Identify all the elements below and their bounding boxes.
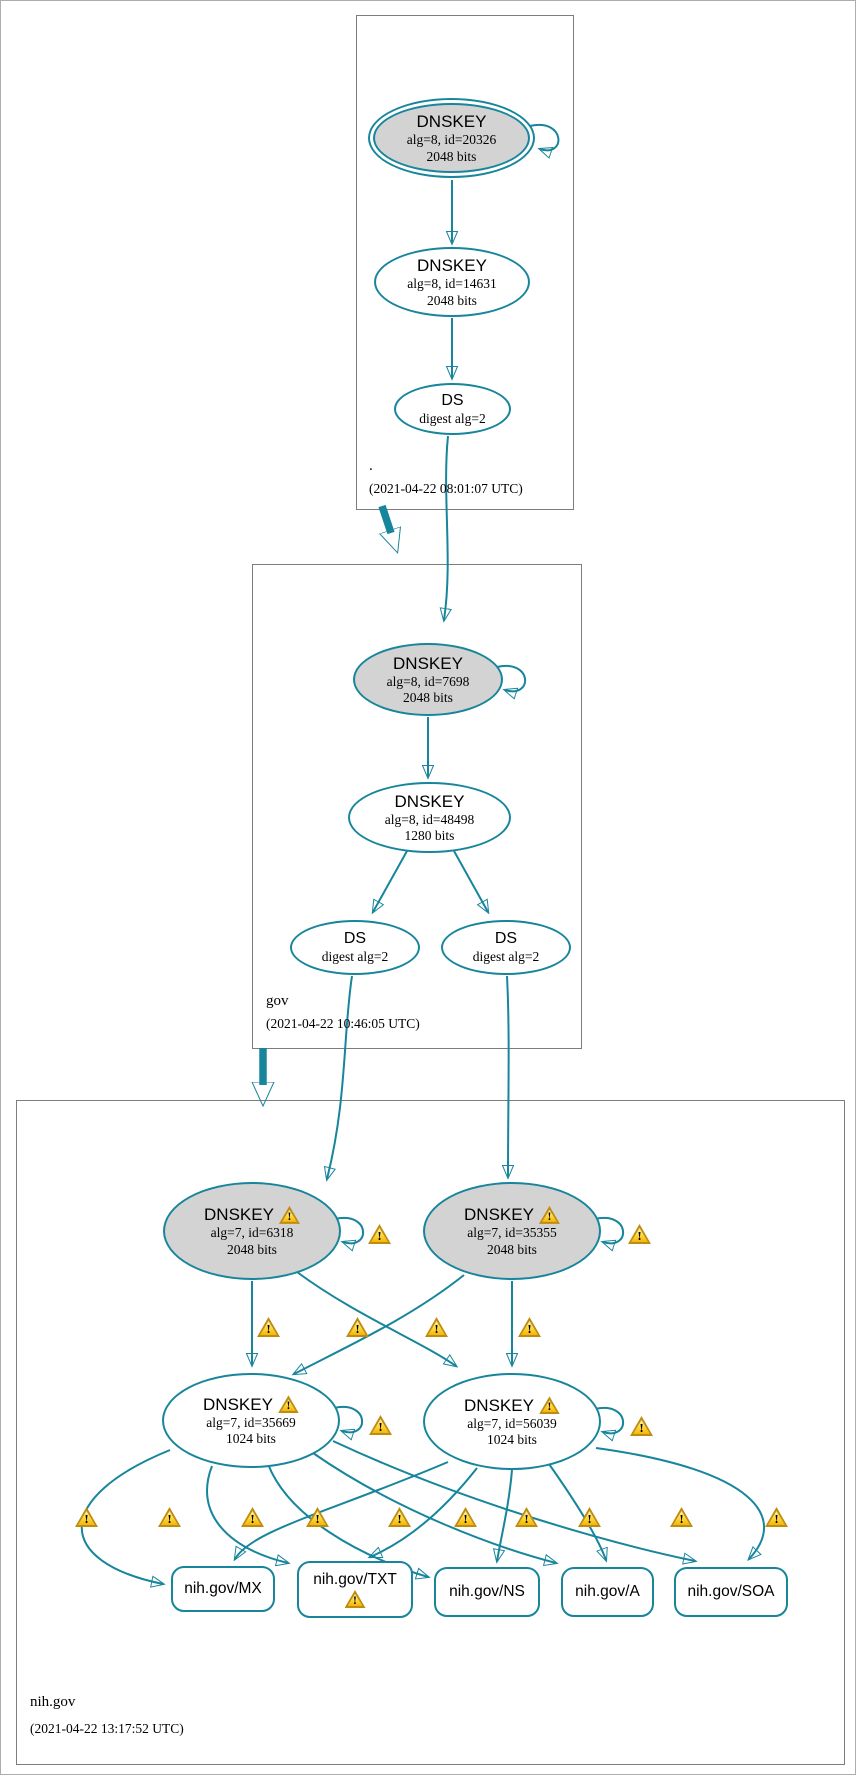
warning-icon: !	[241, 1507, 264, 1527]
ds-node-root[interactable]: DS digest alg=2	[394, 383, 511, 435]
node-alg: alg=7, id=35669	[206, 1414, 296, 1430]
dnskey-node-14631[interactable]: DNSKEY alg=8, id=14631 2048 bits	[374, 247, 530, 317]
warning-icon: !	[369, 1415, 392, 1435]
node-alg: alg=8, id=14631	[407, 276, 497, 292]
warning-icon: !	[628, 1224, 651, 1244]
ds-node-gov-right[interactable]: DS digest alg=2	[441, 920, 571, 975]
edge-delegation-root-gov	[378, 504, 391, 533]
zone-timestamp-root: (2021-04-22 08:01:07 UTC)	[369, 481, 523, 496]
zone-box-root	[356, 15, 574, 510]
warning-icon: !	[368, 1224, 391, 1244]
warning-icon: !	[518, 1317, 541, 1337]
node-title: DNSKEY	[417, 256, 487, 276]
zone-label-nih-gov: nih.gov	[30, 1694, 76, 1710]
warning-icon: !	[538, 1396, 560, 1415]
dnskey-node-48498[interactable]: DNSKEY alg=8, id=48498 1280 bits	[348, 782, 511, 853]
zone-box-gov	[252, 564, 582, 1049]
node-title: DNSKEY	[464, 1395, 534, 1415]
dnskey-node-35669[interactable]: DNSKEY! alg=7, id=35669 1024 bits	[162, 1373, 340, 1468]
zone-box-nih-gov	[16, 1100, 845, 1765]
node-bits: 1024 bits	[487, 1432, 537, 1448]
node-digest: digest alg=2	[321, 949, 389, 965]
node-digest: digest alg=2	[419, 410, 486, 426]
warning-icon: !	[454, 1507, 477, 1527]
dnskey-node-7698[interactable]: DNSKEY alg=8, id=7698 2048 bits	[353, 643, 503, 716]
rrset-node-nih-gov-ns[interactable]: nih.gov/NS	[434, 1567, 540, 1617]
warning-icon: !	[765, 1507, 788, 1527]
node-title: DNSKEY	[204, 1205, 274, 1225]
warning-icon: !	[278, 1205, 300, 1224]
warning-icon: !	[306, 1507, 329, 1527]
warning-icon: !	[346, 1317, 369, 1337]
warning-icon: !	[630, 1416, 653, 1436]
node-alg: alg=8, id=7698	[386, 673, 470, 689]
zone-label-root: .	[369, 458, 373, 474]
node-title: DNSKEY	[416, 112, 487, 132]
node-bits: 1024 bits	[226, 1431, 276, 1447]
node-digest: digest alg=2	[472, 949, 540, 965]
rrset-node-nih-gov-txt[interactable]: nih.gov/TXT !	[297, 1561, 413, 1618]
rrset-label: nih.gov/SOA	[687, 1583, 775, 1600]
node-title: DNSKEY	[464, 1205, 534, 1225]
rrset-node-nih-gov-soa[interactable]: nih.gov/SOA	[674, 1567, 788, 1617]
node-title: DNSKEY	[394, 791, 465, 811]
node-alg: alg=8, id=20326	[406, 132, 497, 148]
node-bits: 2048 bits	[403, 690, 453, 706]
node-title: DNSKEY	[393, 653, 463, 673]
node-title: DS	[343, 930, 367, 948]
node-title: DNSKEY	[203, 1394, 273, 1414]
warning-icon: !	[277, 1395, 299, 1414]
warning-icon: !	[257, 1317, 280, 1337]
node-bits: 2048 bits	[487, 1241, 537, 1257]
node-bits: 1280 bits	[404, 828, 455, 844]
node-bits: 2048 bits	[426, 148, 477, 164]
node-bits: 2048 bits	[227, 1241, 277, 1257]
node-alg: alg=7, id=56039	[467, 1415, 557, 1431]
warning-icon: !	[538, 1205, 560, 1224]
zone-label-gov: gov	[266, 993, 289, 1009]
warning-icon: !	[425, 1317, 448, 1337]
ds-node-gov-left[interactable]: DS digest alg=2	[290, 920, 420, 975]
dnskey-node-6318[interactable]: DNSKEY! alg=7, id=6318 2048 bits	[163, 1182, 341, 1280]
warning-icon: !	[75, 1507, 98, 1527]
rrset-node-nih-gov-a[interactable]: nih.gov/A	[561, 1567, 654, 1617]
rrset-label: nih.gov/A	[575, 1583, 640, 1600]
dnskey-node-20326[interactable]: DNSKEY alg=8, id=20326 2048 bits	[368, 98, 535, 178]
zone-timestamp-gov: (2021-04-22 10:46:05 UTC)	[266, 1016, 420, 1031]
node-alg: alg=7, id=35355	[467, 1225, 557, 1241]
warning-icon: !	[670, 1507, 693, 1527]
warning-icon: !	[578, 1507, 601, 1527]
warning-icon: !	[388, 1507, 411, 1527]
rrset-node-nih-gov-mx[interactable]: nih.gov/MX	[171, 1566, 275, 1612]
warning-icon: !	[515, 1507, 538, 1527]
dnskey-node-56039[interactable]: DNSKEY! alg=7, id=56039 1024 bits	[423, 1373, 601, 1470]
rrset-label: nih.gov/NS	[449, 1583, 525, 1600]
node-alg: alg=7, id=6318	[210, 1225, 294, 1241]
rrset-label: nih.gov/TXT	[313, 1571, 397, 1588]
rrset-label: nih.gov/MX	[184, 1580, 262, 1597]
zone-timestamp-nih-gov: (2021-04-22 13:17:52 UTC)	[30, 1721, 184, 1736]
node-title: DS	[441, 391, 464, 409]
node-alg: alg=8, id=48498	[384, 811, 475, 827]
warning-icon: !	[344, 1590, 366, 1608]
warning-icon: !	[158, 1507, 181, 1527]
node-bits: 2048 bits	[427, 292, 477, 308]
trust-anchor-inner-ring	[373, 103, 530, 173]
node-title: DS	[494, 930, 518, 948]
dnskey-node-35355[interactable]: DNSKEY! alg=7, id=35355 2048 bits	[423, 1182, 601, 1280]
